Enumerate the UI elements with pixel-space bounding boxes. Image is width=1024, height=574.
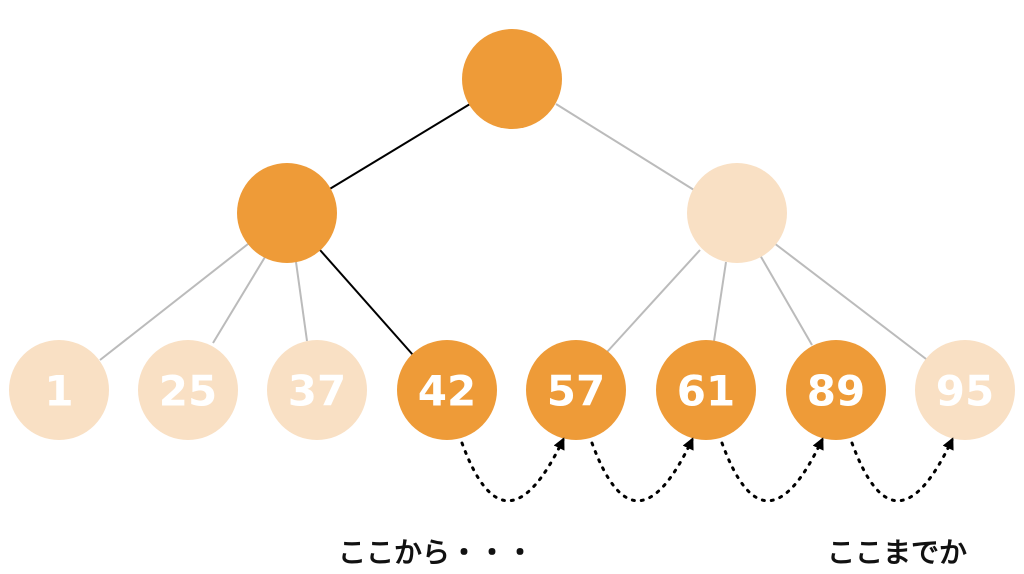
leaf-node: 61 <box>656 340 756 440</box>
edge-root-left <box>327 103 471 191</box>
leaf-circle <box>9 340 109 440</box>
leaf-circle <box>397 340 497 440</box>
leaf-label: 25 <box>159 367 217 416</box>
leaf-node: 89 <box>786 340 886 440</box>
leaf-label: 61 <box>677 367 735 416</box>
leaf-label: 57 <box>547 367 605 416</box>
edge-left-leaf-25 <box>212 256 266 344</box>
leaf-label: 37 <box>288 367 346 416</box>
arrow-61-to-89 <box>720 437 824 503</box>
leaf-node: 25 <box>138 340 238 440</box>
leaf-nodes: 1 25 37 42 57 61 89 95 <box>9 340 1015 440</box>
leaf-label: 42 <box>418 367 476 416</box>
leaf-node: 57 <box>526 340 626 440</box>
leaf-label: 95 <box>936 367 994 416</box>
leaf-node: 95 <box>915 340 1015 440</box>
arrow-89-to-95 <box>850 437 954 503</box>
traversal-arrows <box>460 437 954 503</box>
leaf-label: 1 <box>44 367 73 416</box>
leaf-node: 37 <box>267 340 367 440</box>
leaf-circle <box>267 340 367 440</box>
edge-right-leaf-95 <box>773 242 931 363</box>
caption-end: ここまでか <box>827 536 967 569</box>
arrow-42-to-57 <box>460 437 565 503</box>
right-internal-node <box>687 163 787 263</box>
leaf-circle <box>656 340 756 440</box>
edge-left-leaf-42 <box>319 249 414 356</box>
edge-left-leaf-1 <box>99 243 249 361</box>
leaf-node: 1 <box>9 340 109 440</box>
edge-right-leaf-89 <box>759 254 813 346</box>
leaf-label: 89 <box>807 367 865 416</box>
edge-right-leaf-57 <box>606 249 701 353</box>
left-internal-node <box>237 163 337 263</box>
leaf-node: 42 <box>397 340 497 440</box>
internal-nodes <box>237 29 787 263</box>
edge-left-leaf-37 <box>295 261 308 342</box>
leaf-circle <box>915 340 1015 440</box>
edges <box>99 103 931 363</box>
edge-root-right <box>555 103 695 191</box>
arrow-57-to-61 <box>590 437 694 503</box>
leaf-circle <box>138 340 238 440</box>
caption-start: ここから・・・ <box>338 536 534 569</box>
edge-right-leaf-61 <box>713 261 727 342</box>
leaf-circle <box>526 340 626 440</box>
root-node <box>462 29 562 129</box>
leaf-circle <box>786 340 886 440</box>
